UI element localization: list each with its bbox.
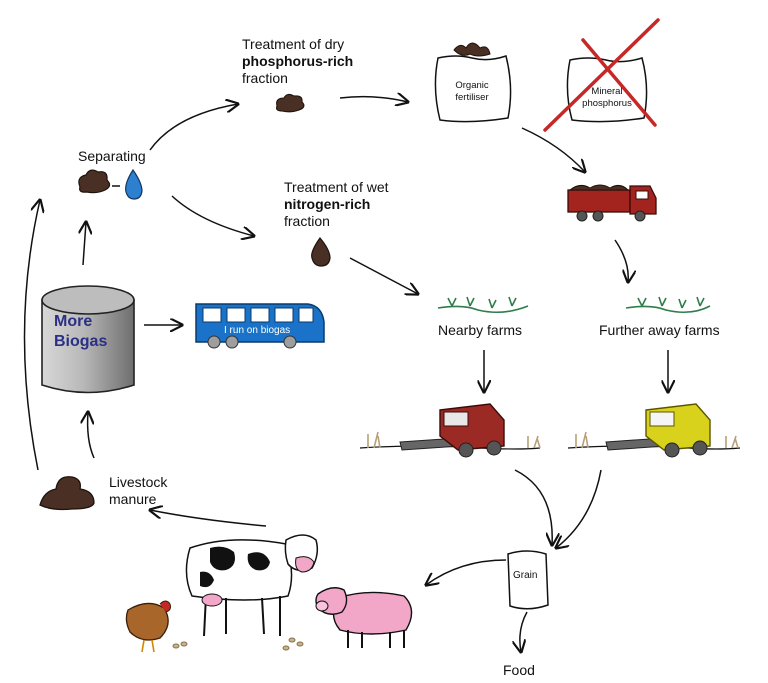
arrow-tank-to-separating — [83, 222, 86, 266]
cross-out-icon — [543, 18, 660, 132]
dry-treatment-bold: phosphorus-rich — [242, 53, 354, 69]
truck-icon — [567, 184, 657, 222]
organic-fertiliser-label: Organic fertiliser — [453, 80, 491, 104]
livestock-manure-label: Livestock manure — [109, 474, 167, 508]
cow-icon — [185, 534, 319, 637]
mineral-phosphorus-line2: phosphorus — [582, 98, 632, 109]
separating-icons — [78, 168, 143, 200]
wet-treatment-bold: nitrogen-rich — [284, 196, 371, 212]
biogas-bus-icon — [195, 303, 325, 349]
hen-icon — [125, 600, 171, 653]
arrow-wet-to-nearby-farms — [349, 257, 418, 294]
arrow-separating-to-dry — [149, 104, 238, 151]
wet-treatment-label: Treatment of wet nitrogen-rich fraction — [284, 179, 389, 230]
wet-treatment-line3: fraction — [284, 213, 330, 229]
arrow-fertiliser-to-truck — [521, 127, 585, 172]
livestock-manure-line1: Livestock — [109, 474, 168, 490]
wet-treatment-line1: Treatment of wet — [284, 179, 389, 195]
nearby-farms-label: Nearby farms — [438, 322, 523, 338]
pig-icon — [315, 587, 413, 648]
biogas-tank-icon — [41, 285, 135, 394]
arrow-truck-to-further-farms — [614, 239, 628, 282]
dry-treatment-line3: fraction — [242, 70, 288, 86]
manure-pile-icon — [39, 476, 95, 511]
nearby-farm-seedlings-icon — [437, 296, 529, 314]
mineral-phosphorus-label: Mineral phosphorus — [574, 86, 640, 110]
arrow-grain-to-animals — [426, 559, 507, 585]
arrow-right-harvester-to-grain — [556, 469, 602, 548]
livestock-manure-line2: manure — [109, 491, 157, 507]
biogas-line1: More — [54, 313, 93, 330]
water-drop-icon — [125, 168, 143, 200]
food-label: Food — [503, 662, 535, 678]
organic-fertiliser-line2: fertiliser — [455, 92, 489, 103]
mineral-phosphorus-bag-icon — [543, 18, 660, 132]
bus-slogan: I run on biogas — [224, 325, 291, 336]
organic-fertiliser-bag-icon — [434, 42, 512, 123]
manure-lump-icon — [78, 169, 111, 194]
arrow-manure-to-tank — [88, 412, 94, 459]
flow-arrows — [23, 97, 668, 652]
harvester-yellow-icon — [567, 403, 741, 458]
arrow-dry-to-fertiliser — [339, 97, 408, 102]
arrow-left-loop — [23, 200, 40, 471]
wet-fraction-drop-icon — [311, 237, 331, 267]
harvester-red-icon — [359, 403, 541, 458]
dry-treatment-label: Treatment of dry phosphorus-rich fractio… — [242, 36, 353, 87]
grain-silo-icon — [507, 550, 549, 610]
further-farms-label: Further away farms — [599, 322, 720, 338]
grain-label: Grain — [513, 570, 538, 581]
further-farm-seedlings-icon — [625, 296, 711, 314]
organic-fertiliser-line1: Organic — [455, 80, 489, 91]
arrow-separating-to-wet — [171, 195, 254, 236]
biogas-line2: Biogas — [54, 333, 108, 350]
arrow-left-harvester-to-grain — [514, 469, 552, 545]
dry-treatment-line1: Treatment of dry — [242, 36, 345, 52]
arrow-grain-to-food — [520, 611, 528, 652]
mineral-phosphorus-line1: Mineral — [591, 86, 623, 97]
arrow-animals-to-manure — [150, 510, 267, 527]
dry-fraction-lump-icon — [276, 93, 305, 113]
feed-grains-icon — [172, 637, 304, 651]
biogas-tank-label: More Biogas — [54, 312, 107, 352]
separating-label: Separating — [78, 148, 146, 164]
